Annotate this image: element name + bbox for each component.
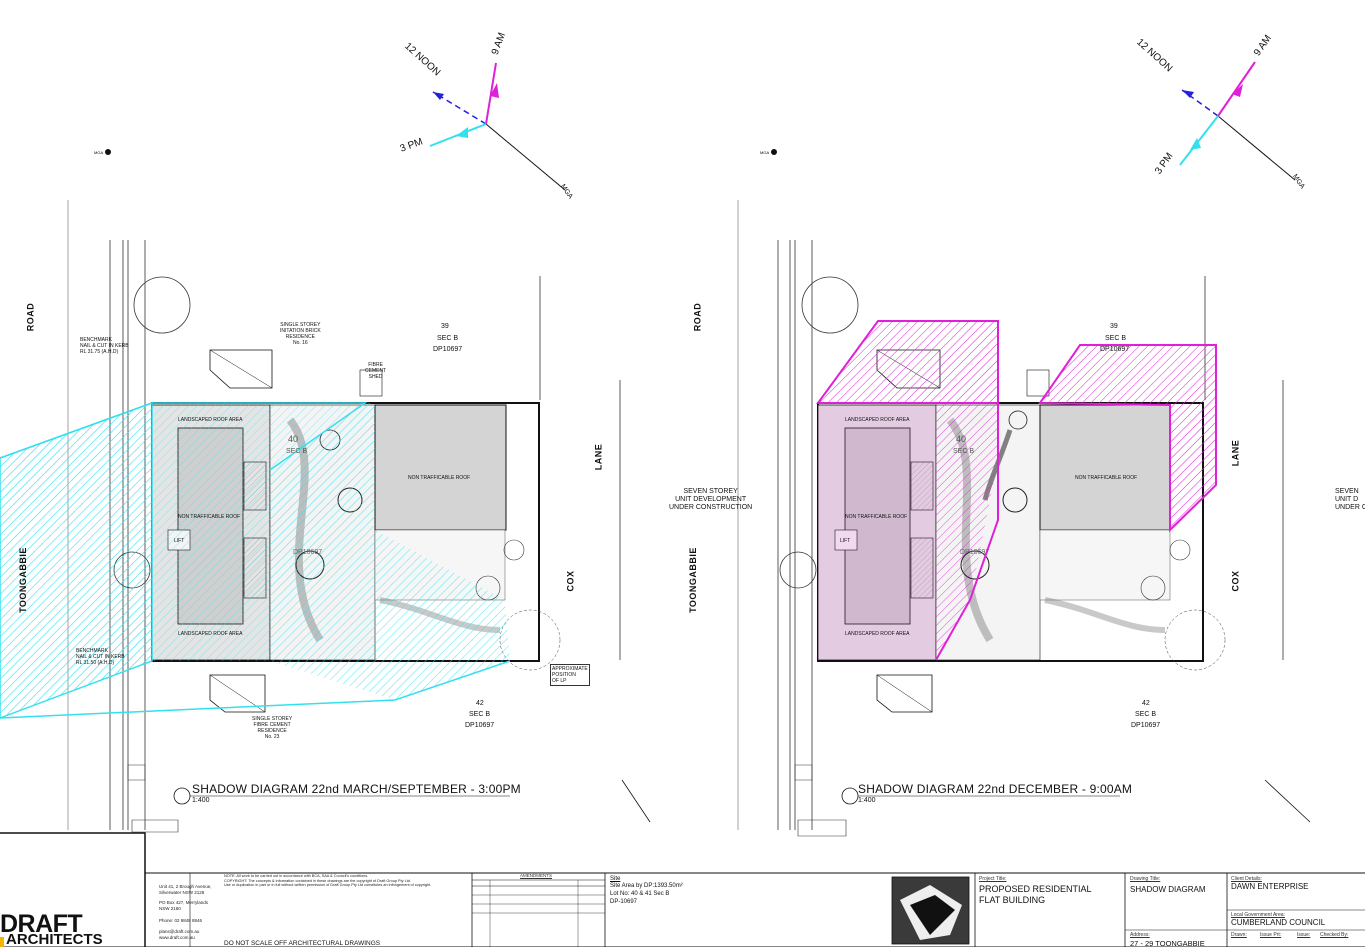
lift-label-right: LIFT [840, 538, 851, 544]
amendments-heading: AMENDMENTS [520, 873, 553, 878]
lot39-sec-left: SEC B [437, 335, 459, 342]
firm-address: Unit 41, 2 Brough Avenue, Silverwater NS… [159, 884, 212, 895]
approx-position-left: APPROXIMATE POSITION OF LP [550, 664, 590, 686]
north-symbol-right: MGA [760, 149, 777, 155]
lot39-dp-left: DP10697 [433, 346, 463, 353]
toongabbie-label-right: TOONGABBIE [687, 547, 698, 613]
site-plan-left [0, 200, 651, 833]
project-title: PROPOSED RESIDENTIAL FLAT BUILDING [979, 884, 1092, 905]
lot40-number-left: 40 [288, 434, 299, 444]
road-label-left: ROAD [25, 302, 36, 332]
drawing-title-label: Drawing Title: [1130, 876, 1161, 882]
lot42-sec-left: SEC B [469, 711, 491, 718]
seven-storey-label-centre: SEVEN STOREY UNIT DEVELOPMENT UNDER CONS… [669, 488, 753, 511]
lot40-dp-right: DP10697 [960, 549, 990, 556]
benchmark-top-left: BENCHMARK NAIL & CUT IN KERB RL 31.75 (A… [80, 337, 129, 355]
lot39-dp-right: DP10697 [1100, 346, 1130, 353]
site-area: Site Area by DP:1393.50m² [610, 883, 683, 889]
fibre-shed-label-left: FIBRE CEMENT SHED [365, 362, 387, 380]
road-label-right: ROAD [692, 302, 703, 332]
client-name: DAWN ENTERPRISE [1231, 882, 1309, 891]
client-label: Client Details: [1231, 876, 1262, 882]
lot40-sec-right: SEC B [953, 448, 975, 455]
landscaped-roof-top-right: LANDSCAPED ROOF AREA [845, 417, 910, 423]
landscaped-roof-bottom-right: LANDSCAPED ROOF AREA [845, 631, 910, 637]
single-storey-brick-label-left: SINGLE STOREY INITATION BRICK RESIDENCE … [280, 322, 321, 346]
sun-compass-right [1179, 61, 1296, 181]
firm-email: plans@draft.com.au www.draft.com.au [159, 929, 200, 940]
project-title-label: Project Title: [979, 876, 1007, 882]
north-symbol-left: MGA [94, 149, 111, 155]
landscaped-roof-top-left: LANDSCAPED ROOF AREA [178, 417, 243, 423]
benchmark-bottom-left: BENCHMARK NAIL & CUT IN KERB RL 31.50 (A… [76, 648, 125, 666]
diagram-scale-right: 1:400 [858, 797, 876, 804]
lot42-dp-left: DP10697 [465, 722, 495, 729]
site-heading: Site [610, 876, 621, 882]
council-name: CUMBERLAND COUNCIL [1231, 918, 1326, 927]
lot40-sec-left: SEC B [286, 448, 308, 455]
lane-label-right: LANE [1230, 439, 1241, 467]
diagram-title-left: SHADOW DIAGRAM 22nd MARCH/SEPTEMBER - 3:… [192, 782, 521, 796]
address-label: Address: [1130, 932, 1150, 938]
issue-prt-label: Issue Prt: [1260, 932, 1282, 938]
diagram-scale-left: 1:400 [192, 797, 210, 804]
site-plan-right [737, 200, 1311, 837]
landscaped-roof-bottom-left: LANDSCAPED ROOF AREA [178, 631, 243, 637]
cox-label-right: COX [1230, 570, 1241, 592]
lot42-number-left: 42 [476, 700, 484, 707]
lot39-number-left: 39 [441, 323, 449, 330]
title-block-frame [0, 832, 1365, 947]
drawing-title: SHADOW DIAGRAM [1130, 885, 1206, 894]
site-dp: DP-10697 [610, 899, 638, 905]
firm-logo-architects: ARCHITECTS [6, 931, 103, 948]
lot42-number-right: 42 [1142, 700, 1150, 707]
lot40-dp-left: DP10697 [293, 549, 323, 556]
firm-phone: Phone: 02 9848 8846 [159, 918, 203, 923]
lot39-sec-right: SEC B [1105, 335, 1127, 342]
non-trafficable-roof-left-b: NON TRAFFICABLE ROOF [408, 475, 471, 481]
lift-label-left: LIFT [174, 538, 185, 544]
cox-label-left: COX [565, 570, 576, 592]
seven-storey-label-edge: SEVEN UNIT D UNDER C [1335, 488, 1365, 511]
do-not-scale-note: DO NOT SCALE OFF ARCHITECTURAL DRAWINGS [224, 940, 381, 947]
lot42-sec-right: SEC B [1135, 711, 1157, 718]
checked-by-label: Checked By: [1320, 932, 1349, 938]
drawn-label: Drawn: [1231, 932, 1247, 938]
non-trafficable-roof-left-a: NON TRAFFICABLE ROOF [178, 514, 241, 520]
sun-compass-left [429, 62, 566, 191]
svg-text:MGA: MGA [760, 150, 769, 155]
issue-label: Issue: [1297, 932, 1311, 938]
toongabbie-label-left: TOONGABBIE [17, 547, 28, 613]
address-value: 27 - 29 TOONGABBIE [1130, 939, 1205, 948]
lot39-number-right: 39 [1110, 323, 1118, 330]
general-notes: NOTE: All work to be carried out in acco… [224, 874, 432, 888]
site-lot-no: Lot No: 40 & 41 Sec B [610, 891, 670, 897]
single-storey-fibre-label-left: SINGLE STOREY FIBRE CEMENT RESIDENCE No.… [252, 716, 293, 740]
diagram-title-right: SHADOW DIAGRAM 22nd DECEMBER - 9:00AM [858, 782, 1133, 796]
non-trafficable-roof-right-b: NON TRAFFICABLE ROOF [1075, 475, 1138, 481]
svg-text:MGA: MGA [94, 150, 103, 155]
lot40-number-right: 40 [956, 434, 967, 444]
non-trafficable-roof-right-a: NON TRAFFICABLE ROOF [845, 514, 908, 520]
lane-label-left: LANE [593, 443, 604, 471]
firm-logo-draft: DRAFT [0, 910, 83, 938]
lot42-dp-right: DP10697 [1131, 722, 1161, 729]
council-label: Local Government Area: [1231, 912, 1285, 918]
firm-po-box: PO Box 427, Merrylands NSW 2160 [159, 900, 209, 911]
